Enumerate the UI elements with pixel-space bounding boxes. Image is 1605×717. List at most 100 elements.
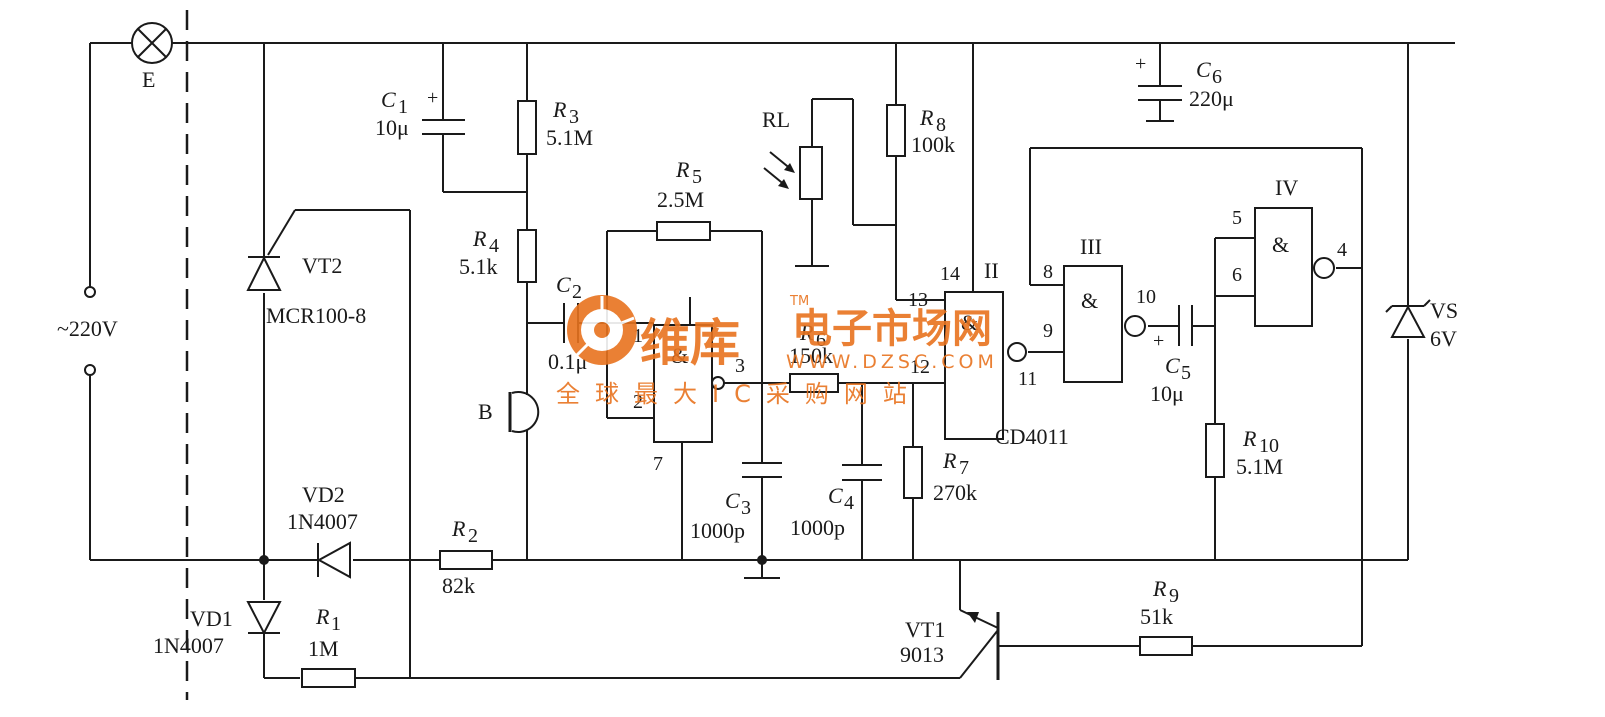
r3-ref: R [552, 97, 567, 122]
r3-sub: 3 [569, 106, 579, 128]
wiring [89, 42, 1455, 679]
vd2-ref: VD2 [302, 482, 345, 507]
zener-vs: VS 6V [1385, 298, 1458, 351]
r7-sub: 7 [959, 457, 969, 479]
resistor-r3: R 3 5.1M [517, 97, 593, 155]
c4-value: 1000p [790, 515, 845, 540]
diode-vd1: VD1 1N4007 [153, 601, 282, 658]
r8-ref: R [919, 105, 934, 130]
capacitor-c1: + C 1 10μ [375, 87, 465, 140]
watermark-brand: 维库 [640, 314, 740, 372]
diode-vd2: VD2 1N4007 [287, 482, 358, 579]
r4-sub: 4 [489, 235, 499, 257]
transistor-vt1: VT1 9013 [900, 612, 1000, 680]
gate1-pin-gnd: 7 [653, 453, 663, 475]
c3-value: 1000p [690, 518, 745, 543]
gate2-roman: II [984, 258, 999, 283]
nand-gate-4: & IV 5 6 4 [1232, 175, 1347, 327]
c5-value: 10μ [1150, 381, 1184, 406]
r2-value: 82k [442, 573, 475, 598]
vs-ref: VS [1430, 298, 1458, 323]
r9-ref: R [1152, 576, 1167, 601]
r9-sub: 9 [1169, 585, 1179, 607]
r1-value: 1M [308, 636, 339, 661]
gate2-pin-vdd: 14 [940, 263, 960, 285]
capacitor-c3: C 3 1000p [690, 462, 782, 579]
r4-value: 5.1k [459, 254, 498, 279]
r9-value: 51k [1140, 604, 1173, 629]
vt1-ref: VT1 [905, 617, 945, 642]
capacitor-c5: + C 5 10μ [1150, 305, 1193, 406]
r6-value: 150k [789, 343, 833, 368]
microphone-b: B [478, 391, 540, 433]
gate3-roman: III [1080, 234, 1102, 259]
vd1-part: 1N4007 [153, 633, 224, 658]
photoresistor-rl: RL [762, 107, 829, 267]
r8-sub: 8 [936, 114, 946, 136]
watermark: 维库 TM 电子市场网 WWW.DZSC.COM 全球最大IC采购网站 [556, 294, 998, 408]
c2-ref: C [556, 272, 571, 297]
r1-sub: 1 [331, 613, 341, 635]
resistor-r7: R 7 270k [903, 446, 977, 505]
gate1-pin-in2: 2 [633, 391, 643, 413]
capacitor-c4: C 4 1000p [790, 464, 882, 540]
gate2-symbol: & [961, 310, 978, 335]
watermark-logo-icon [567, 295, 637, 365]
watermark-slogan: 全球最大IC采购网站 [556, 380, 922, 408]
r10-ref: R [1242, 426, 1257, 451]
gate4-pin-out: 4 [1337, 239, 1347, 261]
resistor-r6: R 6 150k [789, 320, 839, 393]
c1-value: 10μ [375, 115, 409, 140]
r10-value: 5.1M [1236, 454, 1283, 479]
c5-ref: C [1165, 353, 1180, 378]
r8-value: 100k [911, 132, 955, 157]
vd1-ref: VD1 [190, 606, 233, 631]
capacitor-c2: C 2 0.1μ [548, 272, 587, 374]
resistor-r10: R 10 5.1M [1205, 423, 1283, 479]
r5-value: 2.5M [657, 187, 704, 212]
vt2-ref: VT2 [302, 253, 342, 278]
resistor-r2: R 2 82k [439, 516, 493, 598]
resistor-r9: R 9 51k [1139, 576, 1193, 656]
r7-ref: R [942, 448, 957, 473]
r2-sub: 2 [468, 525, 478, 547]
r6-ref: R [799, 320, 814, 345]
gate1-symbol: & [671, 343, 688, 368]
mic-ref: B [478, 399, 493, 424]
c5-pol: + [1153, 330, 1164, 352]
watermark-tm: TM [789, 294, 809, 309]
c1-pol: + [427, 87, 438, 109]
r5-sub: 5 [692, 166, 702, 188]
watermark-url: WWW.DZSC.COM [786, 351, 998, 373]
rl-ref: RL [762, 107, 790, 132]
gate4-symbol: & [1272, 232, 1289, 257]
lamp-label: E [142, 67, 155, 92]
gate3-pin-in2: 9 [1043, 320, 1053, 342]
c3-ref: C [725, 488, 740, 513]
r6-sub: 6 [816, 329, 826, 351]
gate3-symbol: & [1081, 288, 1098, 313]
vs-part: 6V [1430, 326, 1457, 351]
gate1-pin-in1: 1 [633, 325, 643, 347]
gate4-roman: IV [1275, 175, 1298, 200]
r7-value: 270k [933, 480, 977, 505]
gate4-pin-in1: 5 [1232, 207, 1242, 229]
r2-ref: R [451, 516, 466, 541]
nand-gate-2: & II 14 13 12 11 CD4011 [908, 258, 1069, 449]
gate2-pin-in2: 12 [910, 356, 930, 378]
gate2-pin-out: 11 [1018, 368, 1037, 390]
c4-ref: C [828, 483, 843, 508]
vt1-part: 9013 [900, 642, 944, 667]
r1-ref: R [315, 604, 330, 629]
c2-sub: 2 [572, 281, 582, 303]
supply-label: ~220V [57, 316, 118, 341]
c5-sub: 5 [1181, 362, 1191, 384]
thyristor-vt2: VT2 MCR100-8 [246, 253, 366, 328]
c4-sub: 4 [844, 492, 854, 514]
vt2-part: MCR100-8 [266, 303, 366, 328]
c6-pol: + [1135, 53, 1146, 75]
c3-sub: 3 [741, 497, 751, 519]
r10-sub: 10 [1259, 435, 1279, 457]
c6-value: 220μ [1189, 86, 1234, 111]
